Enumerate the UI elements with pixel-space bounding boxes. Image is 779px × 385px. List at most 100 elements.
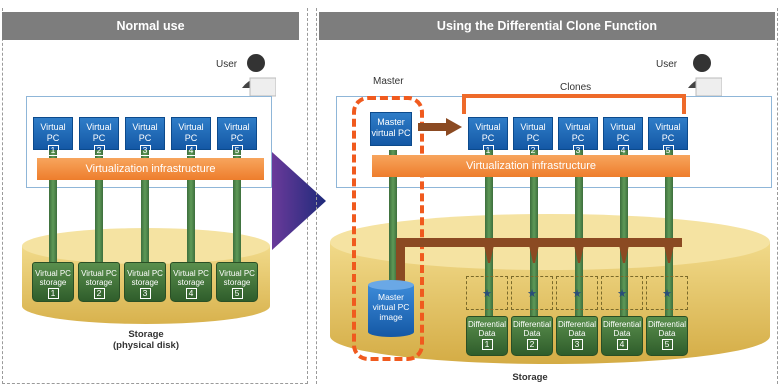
storage-label: Virtual PC (35, 269, 71, 278)
clones-label: Clones (560, 82, 592, 93)
differential-clone-panel (316, 8, 778, 384)
storage-label: Virtual PC (127, 269, 163, 278)
virtual-pc-label: Virtual PC (40, 122, 66, 143)
virtualization-infrastructure-bar: Virtualization infrastructure (37, 158, 264, 180)
normal-use-title: Normal use (2, 12, 299, 40)
connection-bar (530, 150, 538, 322)
transition-arrow-icon (272, 152, 326, 250)
storage-caption: Storage (physical disk) (96, 329, 196, 351)
diff-label: Data (613, 329, 631, 338)
star-icon: ★ (527, 287, 537, 300)
virtual-pc-label: Virtual PC (86, 122, 112, 143)
diff-label: Data (478, 329, 496, 338)
clone-reference-box: ★ (511, 276, 553, 310)
virtualization-infrastructure-bar: Virtualization infrastructure (372, 155, 690, 177)
virtual-pc-label: Virtual PC (565, 122, 591, 143)
connection-bar (389, 150, 397, 290)
star-icon: ★ (617, 287, 627, 300)
master-image-label: image (379, 312, 403, 322)
star-icon: ★ (572, 287, 582, 300)
differential-data: Differential Data 3 (556, 316, 598, 356)
master-vpc-label: virtual PC (371, 128, 411, 138)
storage-number: 4 (185, 288, 197, 299)
diff-label: Differential (512, 320, 552, 329)
connection-bar (620, 150, 628, 322)
diff-label: Differential (647, 320, 687, 329)
virtual-pc: Virtual PC 4 (171, 117, 211, 156)
clones-bracket (462, 94, 686, 114)
storage-number: 5 (231, 288, 243, 299)
master-virtual-pc: Master virtual PC (370, 112, 412, 146)
link-connectors (480, 245, 680, 267)
link-horizontal (396, 238, 682, 247)
diff-number: 2 (526, 339, 538, 350)
clone-arrow-icon (418, 118, 462, 136)
diff-label: Differential (602, 320, 642, 329)
virtual-pc-label: Virtual PC (132, 122, 158, 143)
storage-number: 3 (139, 288, 151, 299)
virtual-pc-label: Virtual PC (475, 122, 501, 143)
master-virtual-pc-image: Master virtual PC image (368, 280, 414, 338)
diff-number: 4 (616, 339, 628, 350)
diff-number: 3 (571, 339, 583, 350)
star-icon: ★ (482, 287, 492, 300)
differential-data: Differential Data 1 (466, 316, 508, 356)
storage-number: 1 (47, 288, 59, 299)
storage-label: storage (223, 278, 251, 287)
virtual-pc: Virtual PC 1 (33, 117, 73, 156)
connection-bar (187, 150, 195, 268)
diff-number: 5 (661, 339, 673, 350)
virtual-pc-number: 1 (47, 145, 59, 156)
clone-reference-box: ★ (466, 276, 508, 310)
virtual-pc-storage: Virtual PC storage 2 (78, 262, 120, 302)
storage-caption-line: (physical disk) (113, 340, 179, 351)
connection-bar (95, 150, 103, 268)
storage-label: Virtual PC (219, 269, 255, 278)
diff-label: Differential (557, 320, 597, 329)
virtual-pc: Virtual PC 5 (648, 117, 688, 156)
storage-caption: Storage (512, 372, 548, 383)
user-label: User (216, 59, 238, 70)
user-icon (682, 52, 723, 100)
differential-clone-title: Using the Differential Clone Function (319, 12, 775, 40)
virtual-pc-number: 4 (185, 145, 197, 156)
differential-data: Differential Data 2 (511, 316, 553, 356)
clone-reference-box: ★ (601, 276, 643, 310)
virtual-pc-label: Virtual PC (520, 122, 546, 143)
master-vpc-label: Master (377, 117, 405, 127)
virtual-pc-label: Virtual PC (655, 122, 681, 143)
storage-number: 2 (93, 288, 105, 299)
connection-bar (49, 150, 57, 268)
storage-label: storage (131, 278, 159, 287)
virtual-pc-storage: Virtual PC storage 1 (32, 262, 74, 302)
virtual-pc-storage: Virtual PC storage 5 (216, 262, 258, 302)
clone-reference-box: ★ (556, 276, 598, 310)
virtual-pc-number: 5 (231, 145, 243, 156)
master-image-label: virtual PC (372, 302, 410, 312)
user-label: User (656, 59, 678, 70)
virtual-pc: Virtual PC 1 (468, 117, 508, 156)
storage-label: Virtual PC (81, 269, 117, 278)
virtual-pc: Virtual PC 3 (558, 117, 598, 156)
virtual-pc-label: Virtual PC (610, 122, 636, 143)
connection-bar (233, 150, 241, 268)
differential-data: Differential Data 4 (601, 316, 643, 356)
master-label: Master (373, 76, 404, 87)
virtual-pc-label: Virtual PC (224, 122, 250, 143)
storage-label: storage (39, 278, 67, 287)
connection-bar (665, 150, 673, 322)
diff-label: Data (658, 329, 676, 338)
virtual-pc: Virtual PC 3 (125, 117, 165, 156)
virtual-pc-storage: Virtual PC storage 4 (170, 262, 212, 302)
virtual-pc: Virtual PC 2 (79, 117, 119, 156)
diff-label: Data (568, 329, 586, 338)
virtual-pc-label: Virtual PC (178, 122, 204, 143)
virtual-pc: Virtual PC 2 (513, 117, 553, 156)
clone-reference-box: ★ (646, 276, 688, 310)
virtual-pc: Virtual PC 5 (217, 117, 257, 156)
link-vertical (396, 238, 405, 290)
storage-caption-line: Storage (128, 329, 164, 340)
master-outline (352, 96, 424, 361)
connection-bar (575, 150, 583, 322)
virtual-pc-storage: Virtual PC storage 3 (124, 262, 166, 302)
